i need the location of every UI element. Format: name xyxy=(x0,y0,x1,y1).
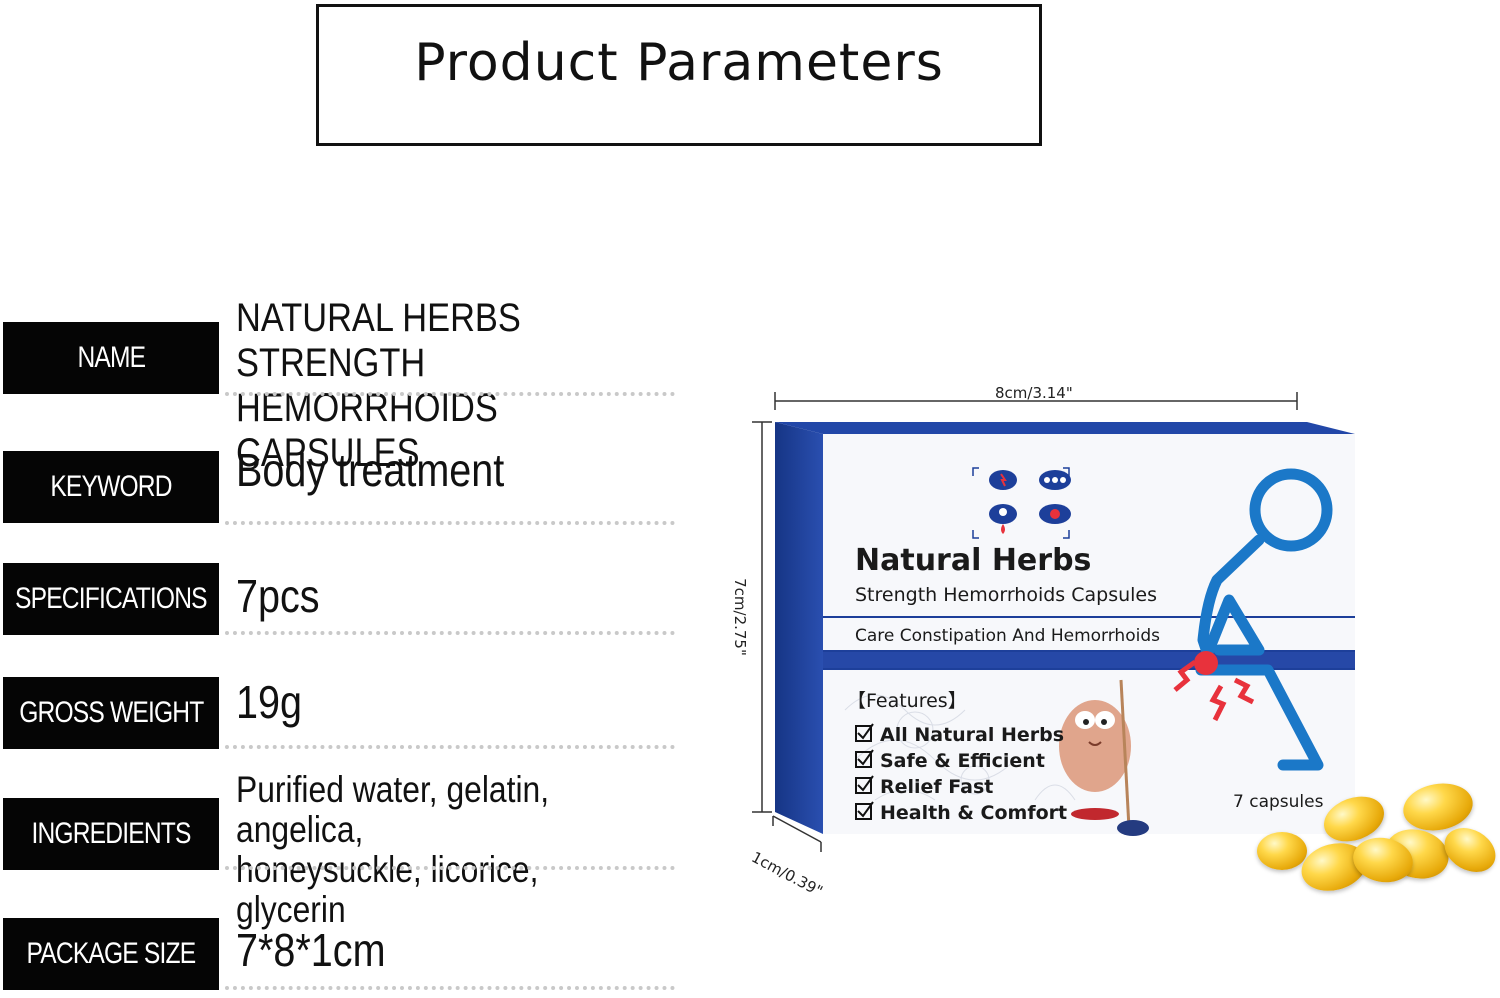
package-subtitle: Strength Hemorrhoids Capsules xyxy=(855,584,1158,606)
swelling-icon xyxy=(1039,470,1071,490)
bleeding-icon xyxy=(989,470,1017,490)
param-label-keyword: KEYWORD xyxy=(3,451,219,523)
param-label-package-size: PACKAGE SIZE xyxy=(3,918,219,990)
divider xyxy=(225,866,675,870)
param-label-ingredients: INGREDIENTS xyxy=(3,798,219,870)
symptom-icons xyxy=(972,467,1071,539)
height-dimension-line xyxy=(752,421,772,813)
feature-item: Health & Comfort xyxy=(880,802,1068,824)
param-label-specifications: SPECIFICATIONS xyxy=(3,563,219,635)
page-title: Product Parameters xyxy=(414,33,944,93)
feature-checkboxes xyxy=(855,723,874,820)
package-svg xyxy=(752,392,1355,852)
package-brand-title: Natural Herbs xyxy=(855,543,1092,578)
param-value-package-size: 7*8*1cm xyxy=(236,924,386,976)
param-value-ingredients: Purified water, gelatin, angelica, honey… xyxy=(236,769,550,930)
divider xyxy=(225,521,675,525)
param-value-keyword: Body treatment xyxy=(236,444,505,496)
param-label-gross-weight: GROSS WEIGHT xyxy=(3,677,219,749)
divider xyxy=(225,745,675,749)
param-value-name: NATURAL HERBS STRENGTH HEMORRHOIDS CAPSU… xyxy=(236,296,521,475)
height-label: 7cm/2.75" xyxy=(730,578,749,656)
package-tagline: Care Constipation And Hemorrhoids xyxy=(855,626,1160,646)
pain-icon xyxy=(1039,504,1071,524)
param-value-specifications: 7pcs xyxy=(236,570,320,622)
floral-pattern xyxy=(844,694,1076,801)
pain-indicator-icon xyxy=(1173,651,1255,722)
features-heading: 【Features】 xyxy=(847,690,967,712)
feature-list: All Natural Herbs Safe & Efficient Relie… xyxy=(880,722,1067,826)
feature-item: Relief Fast xyxy=(880,776,994,798)
box-top xyxy=(775,422,1355,434)
title-box: Product Parameters xyxy=(316,4,1042,146)
param-label-name: NAME xyxy=(3,322,219,394)
feature-item: All Natural Herbs xyxy=(880,724,1065,746)
cartoon-character-icon xyxy=(1059,679,1149,836)
feature-item: Safe & Efficient xyxy=(880,750,1045,772)
product-package: 8cm/3.14" 7cm/2.75" 1cm/0.39" Natural He… xyxy=(731,380,1500,994)
capsule-count: 7 capsules xyxy=(1233,792,1324,812)
blue-band-texture xyxy=(823,652,1355,668)
capsule-icon xyxy=(1257,832,1307,870)
divider xyxy=(225,631,675,635)
width-label: 8cm/3.14" xyxy=(995,384,1073,402)
depth-dimension-line xyxy=(772,815,822,852)
divider xyxy=(225,392,675,396)
divider xyxy=(225,986,675,990)
param-value-gross-weight: 19g xyxy=(236,676,303,728)
drop-icon xyxy=(989,504,1017,534)
box-side xyxy=(775,422,823,834)
width-dimension-line xyxy=(774,392,1298,410)
